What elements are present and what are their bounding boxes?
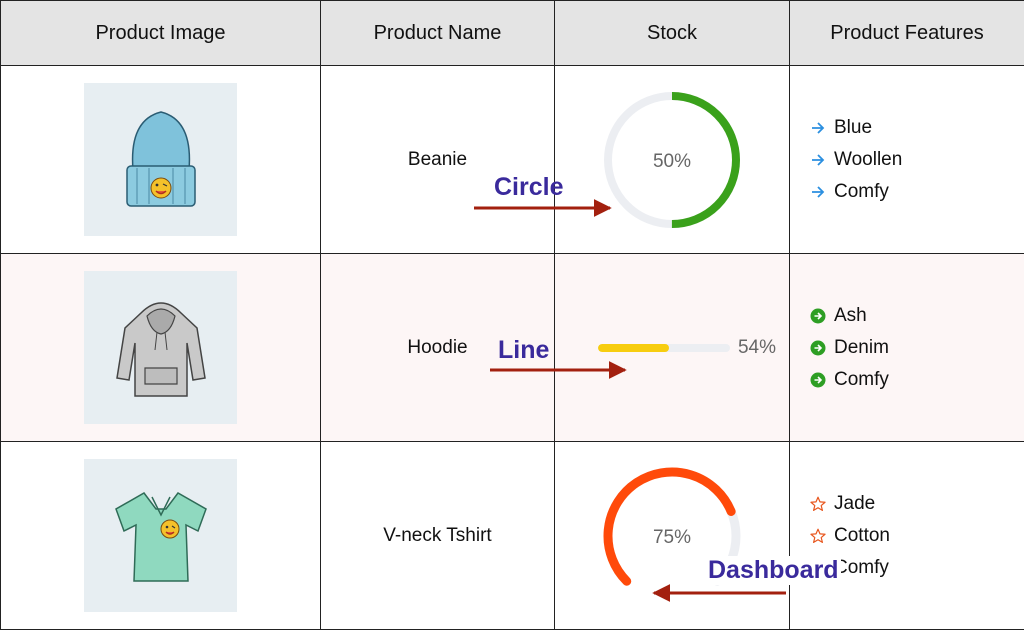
circle-arrow-icon bbox=[810, 372, 826, 388]
stock-line-label: 54% bbox=[738, 337, 776, 359]
product-image-hoodie bbox=[84, 271, 237, 424]
circle-arrow-icon bbox=[810, 308, 826, 324]
hoodie-icon bbox=[111, 288, 211, 408]
arrow-right-icon bbox=[810, 120, 826, 136]
feature-label: Ash bbox=[834, 305, 867, 327]
stock-cell: 54% bbox=[555, 254, 790, 442]
header-product-name[interactable]: Product Name bbox=[321, 1, 555, 66]
product-name: Beanie bbox=[408, 149, 467, 171]
table-row: V-neck Tshirt 75% Jade bbox=[1, 442, 1024, 630]
star-outline-icon bbox=[810, 528, 826, 544]
product-image-cell bbox=[1, 442, 321, 630]
arrow-right-icon bbox=[810, 152, 826, 168]
arrow-right-icon bbox=[810, 184, 826, 200]
table-header-row: Product Image Product Name Stock Product… bbox=[1, 1, 1024, 66]
stock-cell: 50% bbox=[555, 66, 790, 254]
feature-label: Comfy bbox=[834, 181, 889, 203]
stock-line-track bbox=[598, 344, 730, 352]
feature-item: Comfy bbox=[810, 176, 1024, 208]
stock-dashboard-gauge: 75% bbox=[597, 461, 747, 611]
stock-circle-gauge: 50% bbox=[597, 85, 747, 235]
product-image-cell bbox=[1, 254, 321, 442]
feature-label: Comfy bbox=[834, 557, 889, 579]
callout-line-label: Line bbox=[498, 336, 549, 365]
stock-circle-label: 50% bbox=[653, 151, 691, 172]
product-name-cell: V-neck Tshirt bbox=[321, 442, 555, 630]
stock-cell: 75% bbox=[555, 442, 790, 630]
product-image-cell bbox=[1, 66, 321, 254]
feature-item: Comfy bbox=[810, 364, 1024, 396]
header-product-image[interactable]: Product Image bbox=[1, 1, 321, 66]
feature-label: Woollen bbox=[834, 149, 902, 171]
product-name: V-neck Tshirt bbox=[383, 525, 491, 547]
feature-list: Ash Denim Comfy bbox=[790, 300, 1024, 396]
feature-label: Cotton bbox=[834, 525, 890, 547]
stock-line-fill bbox=[598, 344, 669, 352]
feature-item: Ash bbox=[810, 300, 1024, 332]
tshirt-icon bbox=[106, 481, 216, 591]
feature-list: Blue Woollen Comfy bbox=[790, 112, 1024, 208]
header-product-features[interactable]: Product Features bbox=[790, 1, 1024, 66]
feature-label: Comfy bbox=[834, 369, 889, 391]
stock-dashboard-label: 75% bbox=[653, 527, 691, 548]
feature-item: Blue bbox=[810, 112, 1024, 144]
product-name: Hoodie bbox=[407, 337, 467, 359]
table-row: Beanie 50% Blue bbox=[1, 66, 1024, 254]
callout-dashboard-label: Dashboard bbox=[706, 556, 841, 585]
stock-line-bar: 54% bbox=[585, 337, 789, 359]
callout-circle-label: Circle bbox=[494, 173, 563, 202]
circle-arrow-icon bbox=[810, 340, 826, 356]
feature-item: Jade bbox=[810, 488, 1024, 520]
product-name-cell: Beanie bbox=[321, 66, 555, 254]
star-outline-icon bbox=[810, 496, 826, 512]
product-image-beanie bbox=[84, 83, 237, 236]
feature-label: Blue bbox=[834, 117, 872, 139]
features-cell: Jade Cotton Comfy bbox=[790, 442, 1024, 630]
feature-item: Woollen bbox=[810, 144, 1024, 176]
features-cell: Blue Woollen Comfy bbox=[790, 66, 1024, 254]
feature-label: Jade bbox=[834, 493, 875, 515]
feature-item: Comfy bbox=[810, 552, 1024, 584]
features-cell: Ash Denim Comfy bbox=[790, 254, 1024, 442]
header-stock[interactable]: Stock bbox=[555, 1, 790, 66]
feature-label: Denim bbox=[834, 337, 889, 359]
product-image-tshirt bbox=[84, 459, 237, 612]
feature-item: Cotton bbox=[810, 520, 1024, 552]
beanie-icon bbox=[121, 100, 201, 220]
feature-item: Denim bbox=[810, 332, 1024, 364]
